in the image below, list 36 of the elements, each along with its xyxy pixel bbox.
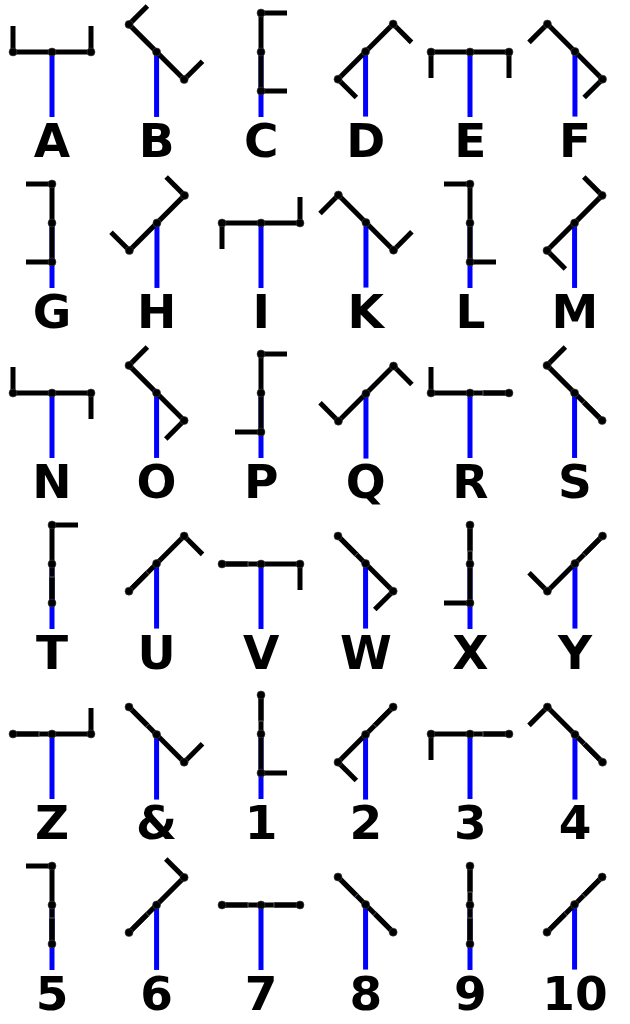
signal-character: T: [35, 628, 69, 676]
signal-character: 2: [349, 799, 383, 847]
signal-character: 8: [349, 970, 383, 1017]
signal-character: V: [243, 628, 280, 676]
signal-character: U: [137, 628, 176, 676]
signal-character: Q: [345, 458, 386, 506]
signal-character: H: [136, 287, 177, 335]
signal-character: B: [138, 117, 175, 164]
signal-character: L: [455, 287, 486, 335]
signal-character: 4: [558, 799, 592, 847]
signal-character: G: [32, 287, 72, 335]
signal-character: 7: [244, 970, 278, 1017]
signal-character: S: [558, 458, 592, 506]
signal-character: W: [339, 628, 392, 676]
signal-character: 1: [244, 799, 278, 847]
signal-character: M: [551, 287, 599, 335]
signal-character: &: [136, 799, 178, 847]
signal-character: D: [346, 117, 386, 164]
signal-character: O: [136, 458, 177, 506]
signal-character: N: [32, 458, 72, 506]
signal-character: Y: [558, 628, 592, 676]
signal-character: 6: [140, 970, 173, 1017]
signal-character: 3: [454, 799, 487, 847]
signal-character: Z: [34, 799, 70, 847]
signal-character: K: [347, 287, 384, 335]
signal-character: 10: [542, 970, 608, 1017]
signal-character: R: [452, 458, 489, 506]
signal-character: 5: [35, 970, 69, 1017]
signal-character: E: [454, 117, 487, 164]
signal-character: F: [558, 117, 592, 164]
signal-character: C: [243, 117, 279, 164]
signal-character: P: [243, 458, 279, 506]
signal-character: A: [33, 117, 71, 164]
signal-character: 9: [454, 970, 487, 1017]
signal-character: I: [252, 287, 270, 335]
signal-character: X: [452, 628, 489, 676]
